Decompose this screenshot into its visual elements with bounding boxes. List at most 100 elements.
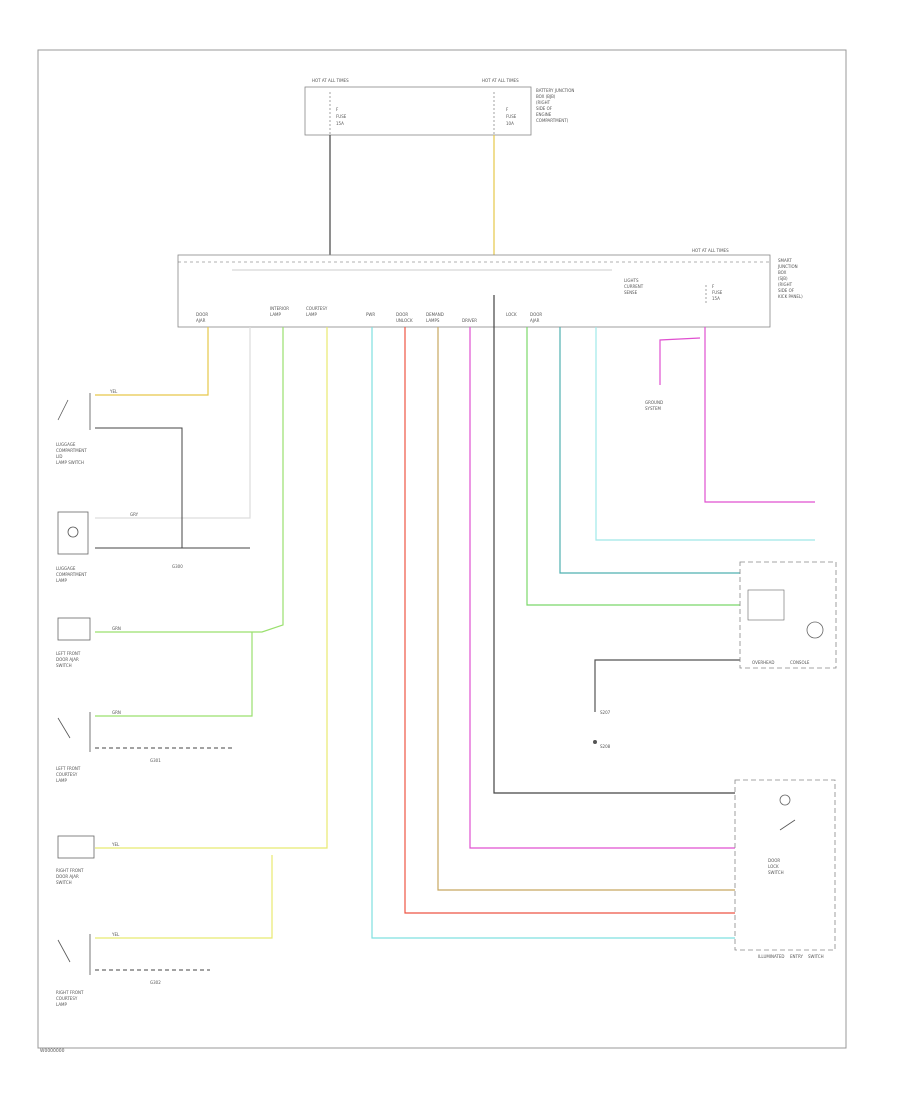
svg-text:DOOR AJAR: DOOR AJAR xyxy=(56,657,79,662)
wire-red xyxy=(404,327,735,914)
svg-text:(SJB): (SJB) xyxy=(778,276,788,281)
svg-text:LAMP: LAMP xyxy=(306,312,318,317)
ground-splice: S207 S208 xyxy=(593,710,611,749)
svg-text:DOOR: DOOR xyxy=(768,858,780,863)
wire-magenta xyxy=(469,327,735,849)
wire-yellowgreen-rf-lamp xyxy=(95,855,273,939)
svg-text:ENTRY: ENTRY xyxy=(790,954,803,959)
fuse-left-line-2: FUSE xyxy=(336,114,347,119)
svg-text:KICK PANEL): KICK PANEL) xyxy=(778,294,803,299)
luggage-lamp: LUGGAGE COMPARTMENT LAMP GRY G300 xyxy=(56,511,250,583)
wire-lightcyan xyxy=(595,327,815,541)
svg-text:COMPARTMENT): COMPARTMENT) xyxy=(536,118,569,123)
svg-text:DRIVER: DRIVER xyxy=(462,318,477,323)
svg-text:DOOR: DOOR xyxy=(196,312,208,317)
svg-text:SWITCH: SWITCH xyxy=(808,954,824,959)
svg-text:JUNCTION: JUNCTION xyxy=(777,264,798,269)
svg-text:CURRENT: CURRENT xyxy=(624,284,644,289)
svg-text:LAMP: LAMP xyxy=(56,578,68,583)
fuse-right-header: HOT AT ALL TIMES xyxy=(482,78,519,83)
svg-text:BATTERY JUNCTION: BATTERY JUNCTION xyxy=(536,88,574,93)
svg-text:GRN: GRN xyxy=(112,710,121,715)
lf-courtesy-lamp: LEFT FRONT COURTESY LAMP GRN G301 xyxy=(56,710,232,783)
svg-text:LUGGAGE: LUGGAGE xyxy=(56,566,76,571)
svg-text:COURTESY: COURTESY xyxy=(306,306,328,311)
fuse-right-line-1: F xyxy=(506,107,509,112)
svg-text:LEFT FRONT: LEFT FRONT xyxy=(56,651,81,656)
overhead-console: OVERHEAD CONSOLE xyxy=(739,561,837,669)
wire-yellow-luggage xyxy=(95,327,209,396)
svg-text:BOX (BJB): BOX (BJB) xyxy=(536,94,556,99)
svg-text:(RIGHT: (RIGHT xyxy=(778,282,793,287)
svg-text:PWR: PWR xyxy=(366,312,375,317)
svg-text:UNLOCK: UNLOCK xyxy=(396,318,413,323)
svg-text:DOOR: DOOR xyxy=(396,312,408,317)
svg-text:LOCK: LOCK xyxy=(768,864,779,869)
svg-text:COMPARTMENT: COMPARTMENT xyxy=(56,448,87,453)
svg-text:SENSE: SENSE xyxy=(624,290,638,295)
svg-text:G300: G300 xyxy=(172,564,183,569)
smart-ground-1: GROUND xyxy=(645,400,663,405)
fuse-right-line-2: FUSE xyxy=(506,114,517,119)
svg-text:SWITCH: SWITCH xyxy=(56,663,72,668)
svg-text:G301: G301 xyxy=(150,758,161,763)
svg-text:INTERIOR: INTERIOR xyxy=(270,306,289,311)
rf-courtesy-lamp: RIGHT FRONT COURTESY LAMP YEL G302 xyxy=(56,932,210,1007)
svg-text:ENGINE: ENGINE xyxy=(536,112,552,117)
svg-text:LEFT FRONT: LEFT FRONT xyxy=(56,766,81,771)
svg-text:DOOR AJAR: DOOR AJAR xyxy=(56,874,79,879)
fuse-left-line-3: 15A xyxy=(336,121,344,126)
module-fuse-label: F FUSE 15A xyxy=(712,284,723,301)
diagram-frame xyxy=(37,49,847,1049)
wire-gray-luggage-lamp xyxy=(95,327,251,519)
module-inner-label: LIGHTS CURRENT SENSE xyxy=(624,278,644,295)
footer-code: W0000000 xyxy=(40,1048,65,1054)
svg-text:(RIGHT: (RIGHT xyxy=(536,100,551,105)
wire-black xyxy=(493,295,735,794)
svg-text:LAMP: LAMP xyxy=(56,1002,68,1007)
svg-text:LID: LID xyxy=(56,454,63,459)
wire-green-lf-lamp xyxy=(95,632,253,717)
svg-text:SWITCH: SWITCH xyxy=(768,870,784,875)
svg-text:LAMP: LAMP xyxy=(270,312,282,317)
svg-text:RIGHT FRONT: RIGHT FRONT xyxy=(56,868,84,873)
wire-green-overhead xyxy=(526,327,740,606)
svg-text:S208: S208 xyxy=(600,744,611,749)
smart-ground-2: SYSTEM xyxy=(645,406,661,411)
fuse-left-line-1: F xyxy=(336,107,339,112)
svg-text:CONSOLE: CONSOLE xyxy=(790,660,810,665)
svg-text:ILLUMINATED: ILLUMINATED xyxy=(758,954,784,959)
svg-text:G302: G302 xyxy=(150,980,161,985)
svg-text:SIDE OF: SIDE OF xyxy=(536,106,553,111)
svg-text:OVERHEAD: OVERHEAD xyxy=(752,660,774,665)
wire-magenta-right xyxy=(704,327,815,503)
svg-text:LAMP: LAMP xyxy=(56,778,68,783)
svg-text:SMART: SMART xyxy=(778,258,792,263)
wire-yellowgreen-rf-ajar xyxy=(95,327,328,849)
svg-text:AJAR: AJAR xyxy=(530,318,540,323)
svg-text:BOX: BOX xyxy=(778,270,787,275)
svg-text:YEL: YEL xyxy=(109,389,118,394)
luggage-lid-switch: LUGGAGE COMPARTMENT LID LAMP SWITCH YEL xyxy=(56,389,183,548)
svg-text:COURTESY: COURTESY xyxy=(56,772,78,777)
svg-text:F: F xyxy=(712,284,715,289)
svg-text:GRN: GRN xyxy=(112,626,121,631)
svg-text:LAMPS: LAMPS xyxy=(426,318,440,323)
rf-door-ajar-switch: RIGHT FRONT DOOR AJAR SWITCH YEL xyxy=(56,835,120,885)
smart-junction-box xyxy=(177,254,771,328)
bjb-side-label: BATTERY JUNCTION BOX (BJB) (RIGHT SIDE O… xyxy=(536,88,574,123)
illuminated-entry-switch: DOOR LOCK SWITCH ILLUMINATED ENTRY SWITC… xyxy=(734,779,836,959)
svg-text:DOOR: DOOR xyxy=(530,312,542,317)
wire-black-overhead xyxy=(594,659,740,712)
svg-text:YEL: YEL xyxy=(111,842,120,847)
svg-text:COURTESY: COURTESY xyxy=(56,996,78,1001)
fuse-right-line-3: 10A xyxy=(506,121,514,126)
svg-text:COMPARTMENT: COMPARTMENT xyxy=(56,572,87,577)
svg-text:LOCK: LOCK xyxy=(506,312,517,317)
svg-text:RIGHT FRONT: RIGHT FRONT xyxy=(56,990,84,995)
svg-text:FUSE: FUSE xyxy=(712,290,723,295)
wire-green-lf-ajar xyxy=(95,327,284,633)
wire-teal xyxy=(559,327,740,574)
svg-text:SWITCH: SWITCH xyxy=(56,880,72,885)
